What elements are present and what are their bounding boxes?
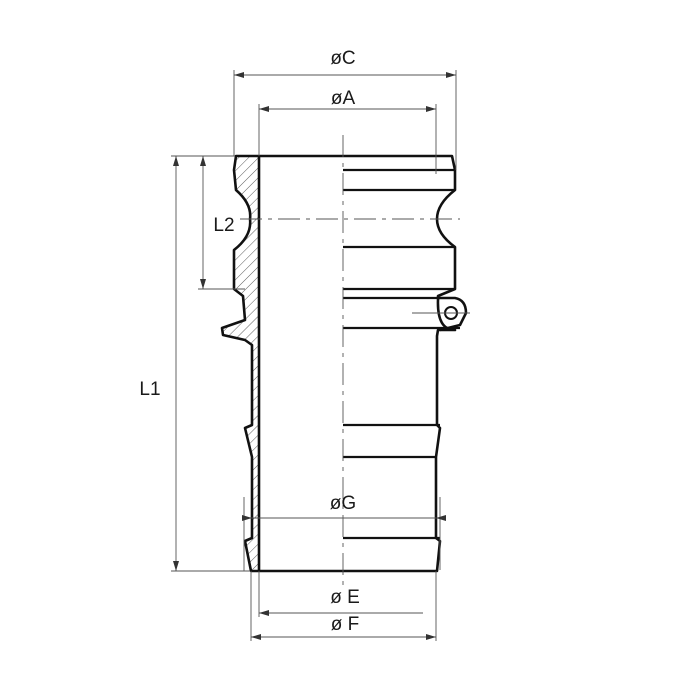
dimension-dia-f: ø F bbox=[250, 571, 437, 641]
dimension-dia-c: øC bbox=[233, 48, 457, 170]
dimension-l2: L2 bbox=[198, 155, 245, 290]
dimension-dia-e: ø E bbox=[258, 571, 423, 617]
label-dia-a: øA bbox=[331, 88, 356, 109]
dimension-dia-a: øA bbox=[258, 88, 437, 174]
feature-lines bbox=[343, 168, 460, 540]
dimension-dia-g: øG bbox=[242, 493, 446, 571]
label-dia-c: øC bbox=[330, 48, 355, 69]
outer-profile-left bbox=[220, 154, 259, 573]
label-dia-f: ø F bbox=[331, 614, 360, 635]
label-dia-g: øG bbox=[330, 493, 356, 514]
label-l1: L1 bbox=[139, 379, 160, 400]
dimension-l1: L1 bbox=[139, 155, 250, 572]
label-dia-e: ø E bbox=[330, 587, 360, 608]
section-hatch bbox=[222, 156, 259, 571]
label-l2: L2 bbox=[213, 215, 234, 236]
outer-profile-right bbox=[259, 154, 457, 573]
